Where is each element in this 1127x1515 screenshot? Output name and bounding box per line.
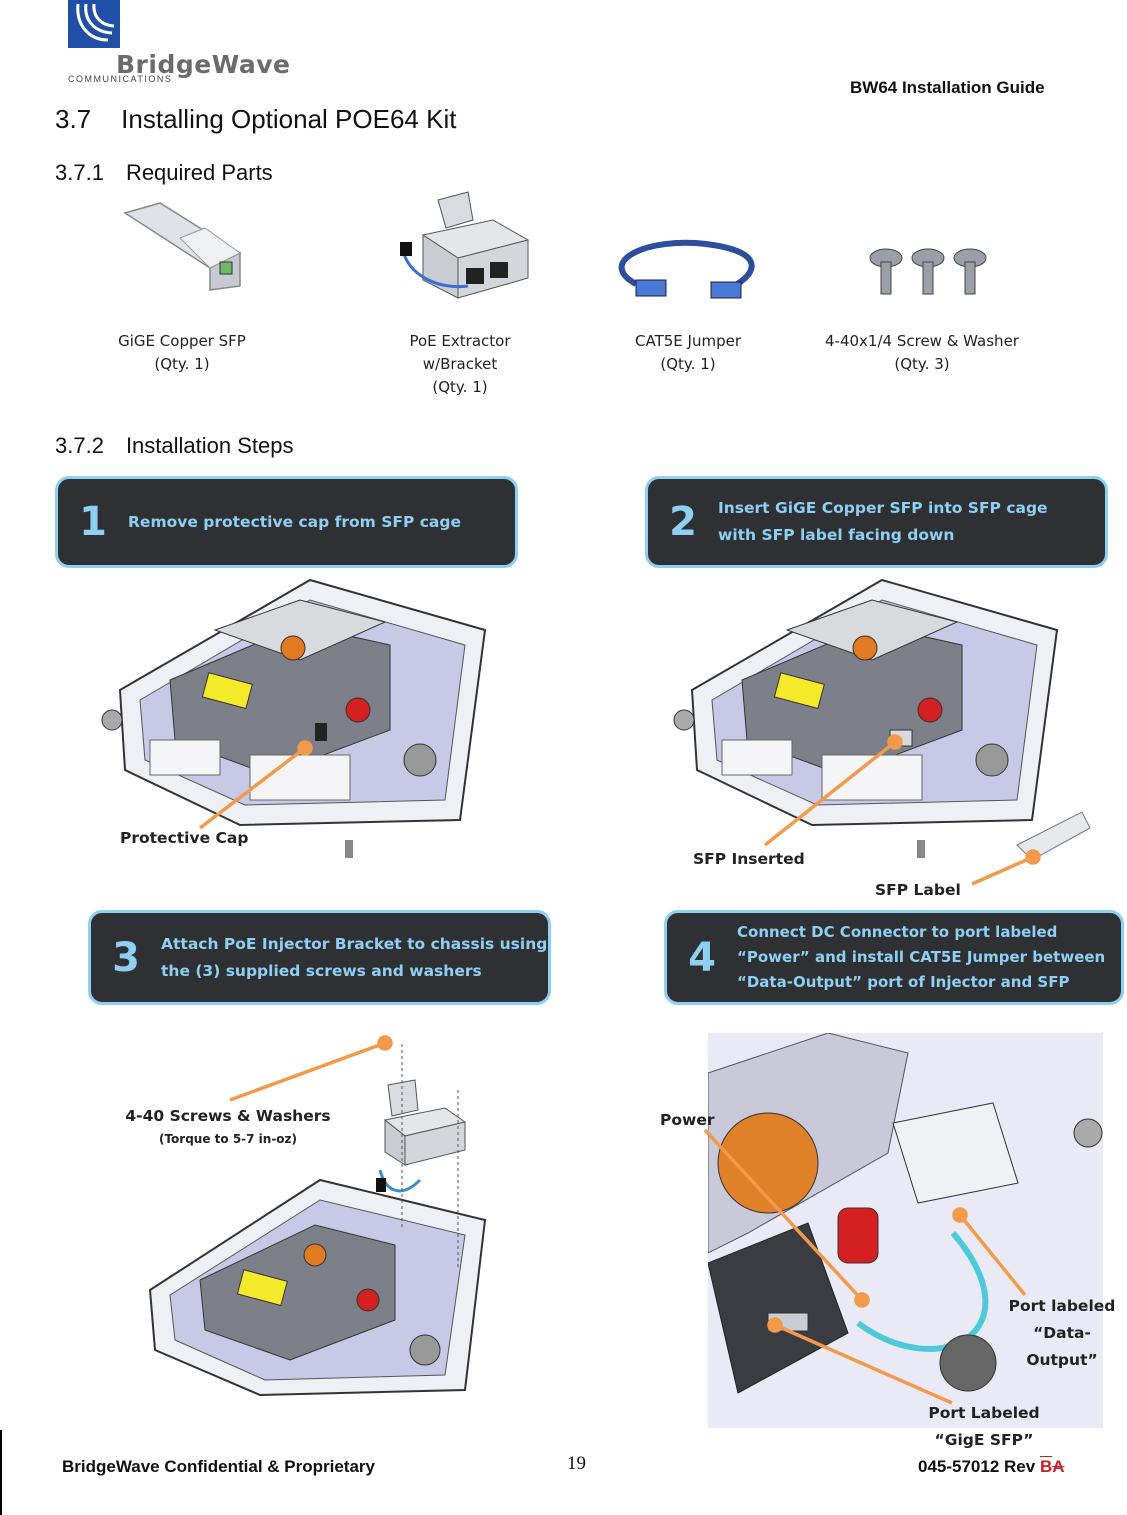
- leader-data-output: [958, 1213, 1027, 1297]
- step-number: 1: [79, 499, 107, 545]
- subsection-title: Installation Steps: [125, 433, 294, 458]
- subsection-title: Required Parts: [125, 160, 273, 185]
- step-1-box: 1 Remove protective cap from SFP cage: [55, 476, 518, 568]
- step-line: Connect DC Connector to port labeled: [737, 923, 1058, 941]
- part-label-sfp: GiGE Copper SFP (Qty. 1): [92, 330, 272, 376]
- step-1-enclosure-image: [101, 578, 487, 858]
- footer-confidential: BridgeWave Confidential & Proprietary: [62, 1457, 375, 1476]
- margin-rule: [0, 1430, 2, 1515]
- leader-power: [703, 1128, 864, 1302]
- part-detail: w/Bracket: [422, 355, 498, 373]
- step-line: “Power” and install CAT5E Jumper between: [737, 948, 1106, 966]
- leader-sfp-label: [971, 855, 1034, 886]
- part-label-cat5e-jumper: CAT5E Jumper (Qty. 1): [598, 330, 778, 376]
- screw-and-washer-image: [869, 248, 987, 295]
- part-name: PoE Extractor: [409, 332, 511, 350]
- document-title: BW64 Installation Guide: [850, 78, 1045, 97]
- part-qty: (Qty. 3): [894, 355, 950, 373]
- doc-number: 045-57012 Rev: [918, 1457, 1040, 1476]
- callout-sfp-inserted: SFP Inserted: [693, 850, 805, 868]
- callout-power: Power: [660, 1111, 715, 1129]
- section-title: Installing Optional POE64 Kit: [121, 104, 457, 134]
- gige-copper-sfp-image: [123, 202, 242, 291]
- logo-wordmark: BridgeWave: [116, 50, 291, 79]
- subsection-heading-steps: 3.7.2 Installation Steps: [55, 433, 293, 459]
- page-number: 19: [567, 1453, 586, 1474]
- callout-gige-sfp: Port Labeled “GigE SFP”: [922, 1400, 1046, 1454]
- step-line: with SFP label facing down: [718, 526, 955, 544]
- callout-screws-torque: (Torque to 5-7 in-oz): [158, 1132, 298, 1146]
- section-heading: 3.7 Installing Optional POE64 Kit: [55, 104, 456, 135]
- step-4-box: 4 Connect DC Connector to port labeled “…: [664, 910, 1124, 1005]
- part-qty: (Qty. 1): [432, 378, 488, 396]
- step-number: 4: [688, 934, 716, 981]
- step-instruction: Attach PoE Injector Bracket to chassis u…: [161, 931, 547, 985]
- callout-screws-title: 4-40 Screws & Washers: [125, 1107, 331, 1125]
- part-name: GiGE Copper SFP: [118, 332, 246, 350]
- step-3-enclosure-image: [148, 1044, 487, 1397]
- bridgewave-logo-icon: [68, 0, 120, 48]
- callout-data-output: Port labeled “Data-Output”: [998, 1293, 1126, 1374]
- part-qty: (Qty. 1): [154, 355, 210, 373]
- callout-screws: 4-40 Screws & Washers (Torque to 5-7 in-…: [122, 1103, 334, 1148]
- revision-old: A: [1052, 1457, 1065, 1476]
- poe-extractor-image: [400, 191, 530, 299]
- cat5e-jumper-image: [618, 239, 755, 299]
- section-number: 3.7: [55, 104, 92, 134]
- leader-gige-sfp: [774, 1323, 953, 1405]
- part-label-screw-washer: 4-40x1/4 Screw & Washer (Qty. 3): [792, 330, 1052, 376]
- part-name: CAT5E Jumper: [635, 332, 741, 350]
- leader-sfp-inserted: [763, 740, 897, 847]
- step-number: 3: [112, 934, 140, 981]
- callout-sfp-label: SFP Label: [875, 881, 961, 899]
- subsection-number: 3.7.2: [55, 433, 104, 458]
- step-instruction: Insert GiGE Copper SFP into SFP cage wit…: [718, 495, 1048, 549]
- callout-protective-cap: Protective Cap: [120, 829, 249, 847]
- leader-screws: [229, 1041, 386, 1102]
- step-number: 2: [669, 499, 697, 545]
- step-2-box: 2 Insert GiGE Copper SFP into SFP cage w…: [645, 476, 1108, 568]
- step-instruction: Remove protective cap from SFP cage: [128, 509, 461, 536]
- leader-protective-cap: [198, 746, 307, 830]
- subsection-heading-parts: 3.7.1 Required Parts: [55, 160, 273, 186]
- step-4-closeup-image: [708, 1033, 1103, 1428]
- callout-line: Port Labeled: [928, 1404, 1040, 1422]
- step-line: Insert GiGE Copper SFP into SFP cage: [718, 499, 1048, 517]
- step-line: “Data-Output” port of Injector and SFP: [737, 973, 1070, 991]
- callout-line: “GigE SFP”: [934, 1431, 1034, 1449]
- part-name: 4-40x1/4 Screw & Washer: [825, 332, 1019, 350]
- step-3-box: 3 Attach PoE Injector Bracket to chassis…: [88, 910, 551, 1005]
- logo-subtitle: COMMUNICATIONS: [68, 74, 173, 84]
- step-2-enclosure-image: [673, 578, 1091, 860]
- subsection-number: 3.7.1: [55, 160, 104, 185]
- callout-line: “Data-Output”: [1026, 1324, 1098, 1369]
- footer-doc-number: 045-57012 Rev BA: [918, 1457, 1065, 1477]
- step-line: Remove protective cap from SFP cage: [128, 512, 461, 531]
- step-instruction: Connect DC Connector to port labeled “Po…: [737, 920, 1105, 995]
- revision-new: B: [1039, 1457, 1053, 1476]
- part-label-poe-extractor: PoE Extractor w/Bracket (Qty. 1): [370, 330, 550, 399]
- step-line: Attach PoE Injector Bracket to chassis u…: [161, 934, 548, 953]
- step-line: the (3) supplied screws and washers: [161, 961, 482, 980]
- callout-line: Port labeled: [1008, 1297, 1116, 1315]
- part-qty: (Qty. 1): [660, 355, 716, 373]
